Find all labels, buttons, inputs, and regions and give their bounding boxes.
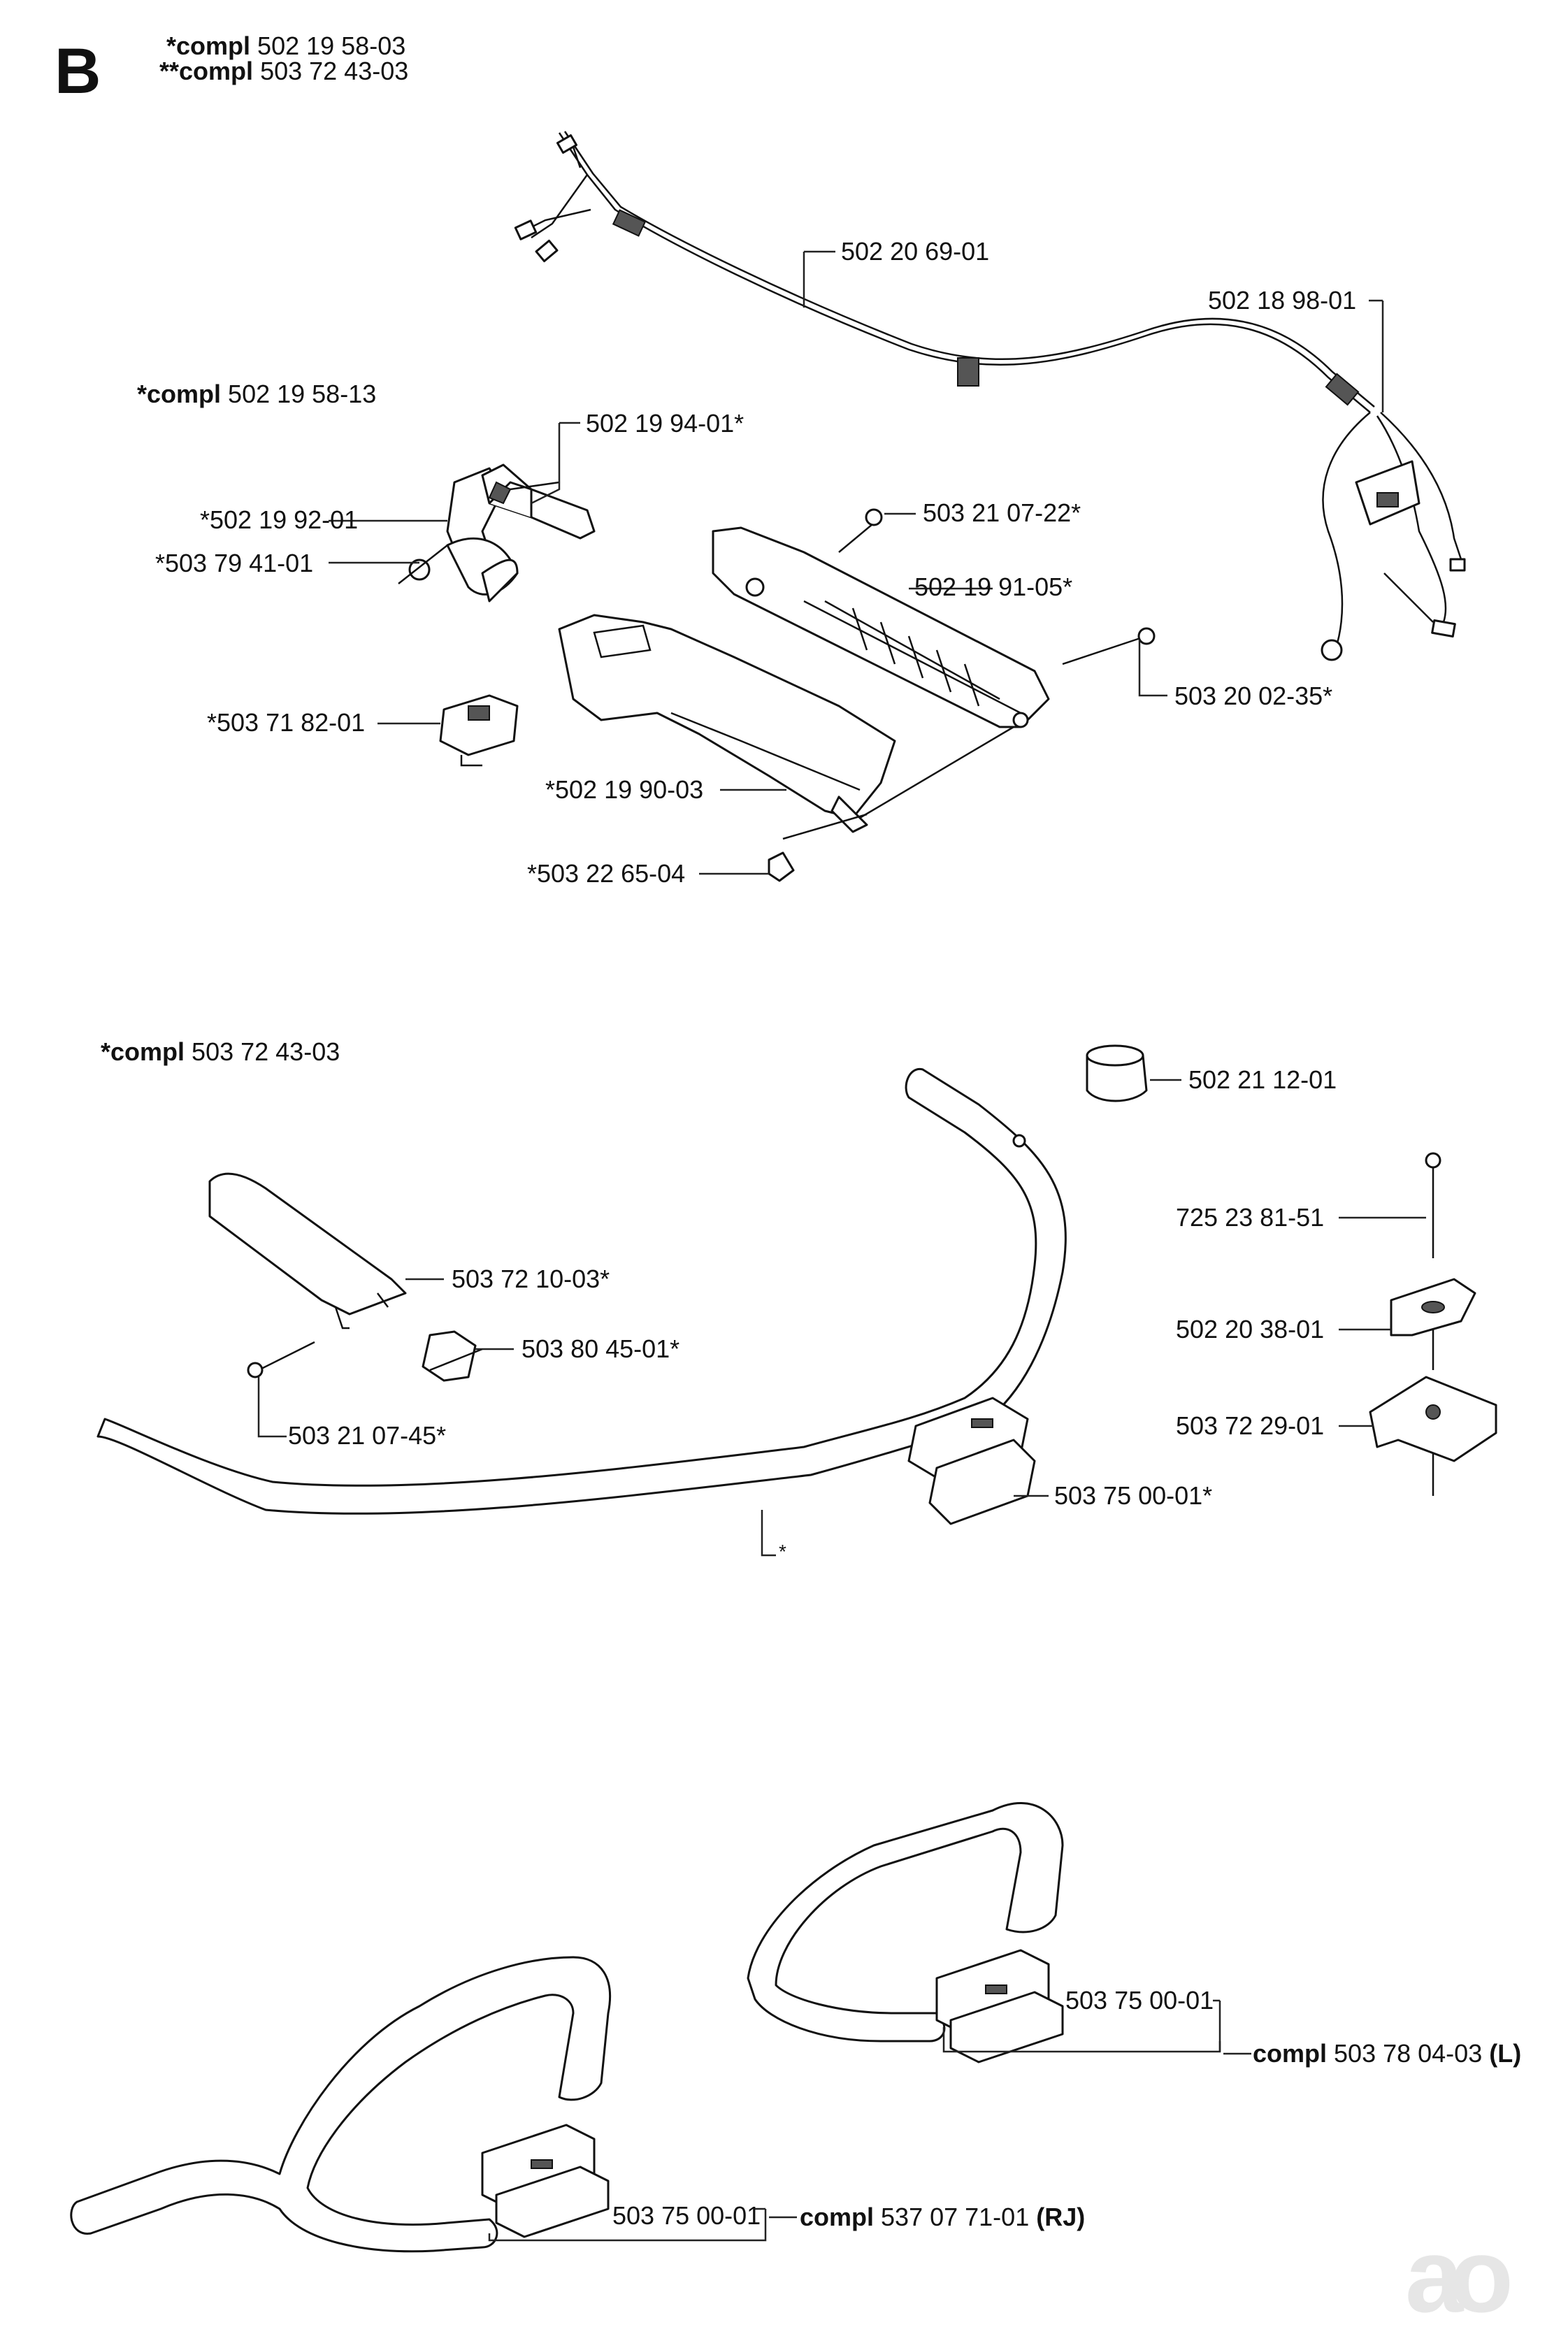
- compl-number: 502 19 58-03: [257, 31, 406, 60]
- label-screw-long: 503 20 02-35*: [1174, 682, 1333, 710]
- label-clamp-top: 503 72 29-01: [1176, 1411, 1325, 1440]
- label-loop-l-compl: compl 503 78 04-03 (L): [1253, 2040, 1521, 2068]
- compl-number: 503 78 04-03: [1334, 2039, 1483, 2068]
- compl-prefix: *compl: [101, 1037, 185, 1066]
- label-loop-rj-compl: compl 537 07 71-01 (RJ): [800, 2203, 1085, 2231]
- compl-prefix: compl: [800, 2203, 875, 2231]
- label-clamp-ring: 502 21 12-01: [1188, 1065, 1337, 1094]
- label-lever: *502 19 92-01: [200, 505, 359, 534]
- section-letter: B: [55, 36, 101, 107]
- label-loop-rj-part: 503 75 00-01: [612, 2201, 761, 2230]
- label-nut: *503 22 65-04: [527, 859, 686, 888]
- label-bolt: 725 23 81-51: [1176, 1203, 1325, 1232]
- leader-lines: [257, 250, 1426, 2242]
- label-stop-switch: *503 71 82-01: [207, 708, 366, 737]
- watermark-logo: ao: [1405, 2217, 1513, 2334]
- compl-suffix: (L): [1489, 2039, 1522, 2068]
- label-clamp-bottom: 503 75 00-01*: [1054, 1481, 1213, 1510]
- compl-number: 537 07 71-01: [881, 2203, 1030, 2231]
- compl-prefix: **compl: [159, 57, 254, 85]
- header-compl-line-1: *compl 502 19 58-03: [166, 32, 405, 60]
- compl-suffix: (RJ): [1036, 2203, 1086, 2231]
- label-lever-pin: *503 79 41-01: [155, 549, 314, 577]
- rear-handle-assembly: [558, 508, 1156, 882]
- label-knob: 502 20 38-01: [1176, 1315, 1325, 1344]
- clamp-parts: [1086, 1044, 1497, 1496]
- compl-number: 502 19 58-13: [228, 380, 377, 408]
- label-screw-short: 503 21 07-22*: [923, 498, 1081, 527]
- label-cable-end: 502 18 98-01: [1208, 286, 1357, 315]
- throttle-lever-assembly: [398, 463, 596, 603]
- compl-number: 503 72 43-03: [260, 57, 409, 85]
- handlebar: [96, 1068, 1067, 1525]
- stop-switch: [439, 694, 519, 767]
- label-handlebar: *: [779, 1541, 786, 1562]
- group2-compl: *compl 503 72 43-03: [101, 1038, 340, 1066]
- compl-prefix: *compl: [166, 31, 251, 60]
- header-compl-line-2: **compl 503 72 43-03: [159, 57, 408, 85]
- loop-handle-l: [747, 1802, 1064, 2063]
- loop-handle-rj: [70, 1956, 612, 2253]
- label-handle-half-left: *502 19 90-03: [545, 775, 704, 804]
- label-sleeve: 503 80 45-01*: [522, 1334, 680, 1363]
- label-throttle-cable: 502 20 69-01: [841, 237, 990, 266]
- label-throttle-trigger: 502 19 94-01*: [586, 409, 745, 438]
- label-screw: 503 21 07-45*: [288, 1421, 447, 1450]
- compl-prefix: *compl: [137, 380, 222, 408]
- label-handle-half-right: 502 19 91-05*: [914, 572, 1073, 601]
- grip-parts: [208, 1172, 483, 1382]
- group1-compl: *compl 502 19 58-13: [137, 380, 376, 408]
- label-grip: 503 72 10-03*: [452, 1265, 610, 1293]
- label-loop-l-part: 503 75 00-01: [1065, 1986, 1214, 2015]
- compl-prefix: compl: [1253, 2039, 1328, 2068]
- throttle-cable: [514, 131, 1466, 661]
- compl-number: 503 72 43-03: [192, 1037, 340, 1066]
